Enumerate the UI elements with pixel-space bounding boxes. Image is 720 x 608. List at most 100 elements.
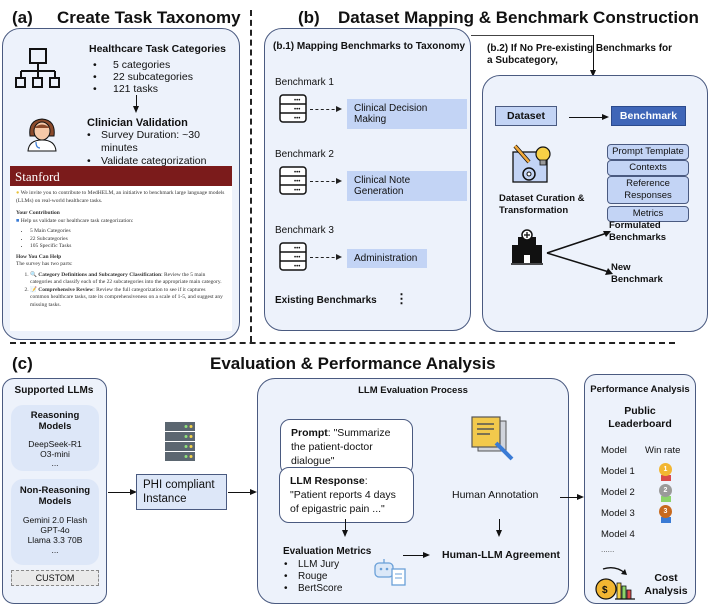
curation-label: Dataset Curation & Transformation — [499, 193, 585, 216]
model-name: O3-mini — [40, 448, 70, 459]
server-icon — [165, 422, 195, 461]
eval-title: LLM Evaluation Process — [358, 385, 468, 396]
performance-title: Performance Analysis — [590, 384, 690, 395]
svg-text:•••: ••• — [294, 98, 300, 104]
component-metrics: Metrics — [607, 206, 689, 222]
silver-ribbon — [661, 496, 671, 502]
survey-header: Stanford — [10, 166, 232, 186]
eval-to-performance-arrow — [560, 493, 584, 500]
section-b-label: (b) — [298, 8, 320, 27]
metric-item: BertScore — [282, 583, 342, 595]
survey-help-text: The survey has two parts: — [16, 261, 73, 267]
evaluation-panel: LLM Evaluation Process Prompt: "Summariz… — [257, 378, 569, 604]
group-title: Non-Reasoning Models — [19, 485, 91, 507]
mapping-panel: (b.1) Mapping Benchmarks to Taxonomy Ben… — [264, 28, 471, 331]
construction-panel: Dataset Benchmark Dataset Curation & Tra… — [482, 75, 708, 332]
model-name: Llama 3.3 70B — [27, 535, 83, 545]
database-icon: ••••••••• — [279, 242, 307, 271]
annotation-icon — [471, 416, 514, 461]
connector-line — [471, 35, 594, 36]
metric-item: LLM Jury — [282, 559, 342, 571]
survey-list-item: 22 Subcategories — [30, 236, 226, 244]
phi-instance-box: PHI compliant Instance — [136, 474, 227, 510]
categories-list: 5 categories 22 subcategories 121 tasks — [91, 59, 193, 95]
leaderboard-model: Model 1 — [601, 466, 635, 477]
category-count: 5 categories — [91, 59, 193, 71]
performance-panel: Performance Analysis Public Leaderboard … — [584, 374, 696, 604]
section-b-title: Dataset Mapping & Benchmark Construction — [338, 8, 699, 27]
clinician-icon — [27, 118, 57, 152]
hierarchy-icon — [15, 48, 60, 88]
component-prompt-template: Prompt Template — [607, 144, 689, 160]
phi-to-eval-arrow — [228, 488, 257, 495]
metrics-to-agreement-arrow — [403, 551, 430, 558]
svg-text:•••: ••• — [294, 107, 300, 113]
leaderboard-title: Public Leaderboard — [608, 405, 672, 430]
supported-llms-panel: Supported LLMs Reasoning Models DeepSeek… — [2, 378, 107, 604]
group-title: Reasoning Models — [30, 410, 80, 432]
component-reference-responses: Reference Responses — [607, 176, 689, 204]
more-ellipsis: ⋮ — [395, 291, 408, 306]
gold-ribbon — [661, 475, 671, 481]
svg-text:•••: ••• — [294, 170, 300, 176]
section-a-title: Create Task Taxonomy — [57, 8, 241, 27]
benchmark-name: Benchmark 1 — [275, 77, 334, 88]
split-arrows — [546, 231, 613, 275]
mapping-arrow — [310, 253, 342, 260]
response-label: LLM Response — [290, 475, 365, 487]
col-winrate-header: Win rate — [645, 445, 681, 456]
database-icon: ••• ••• ••• — [279, 94, 307, 123]
model-name: Gemini 2.0 Flash — [22, 515, 88, 525]
mapping-arrow — [310, 105, 342, 112]
non-reasoning-models-group: Non-Reasoning Models Gemini 2.0 Flash GP… — [11, 479, 99, 565]
validation-list: Survey Duration: ~30 minutes Validate ca… — [85, 129, 239, 168]
survey-intro: We invite you to contribute to MedHELM, … — [16, 190, 225, 204]
output-formulated-benchmarks: Formulated Benchmarks — [609, 220, 667, 243]
prompt-text: : "Summarize the patient-doctor dialogue… — [291, 427, 391, 467]
model-name: GPT-4o — [40, 525, 70, 535]
survey-help-title: How You Can Help — [16, 253, 62, 260]
model-name: ... — [51, 545, 59, 555]
survey-contribution-text: Help us validate our healthcare task cat… — [20, 217, 134, 224]
svg-text:$: $ — [602, 585, 608, 596]
hospital-icon — [511, 229, 543, 265]
svg-text:•••: ••• — [294, 264, 300, 270]
task-count: 121 tasks — [91, 83, 193, 95]
benchmark-box: Benchmark — [611, 106, 686, 126]
existing-benchmarks-label: Existing Benchmarks — [275, 295, 377, 306]
down-arrow — [132, 95, 139, 113]
mapping-arrow — [310, 177, 342, 184]
gold-medal-icon: 1 — [659, 463, 672, 476]
svg-text:•••: ••• — [294, 179, 300, 185]
taxonomy-target: Administration — [347, 249, 427, 268]
leaderboard-more: ...... — [601, 545, 615, 554]
output-new-benchmark: New Benchmark — [611, 262, 663, 285]
validation-item: Validate categorization — [85, 155, 239, 168]
svg-text:•••: ••• — [294, 255, 300, 261]
response-text: : "Patient reports 4 days of epigastric … — [290, 475, 396, 515]
connector-arrow — [589, 35, 596, 77]
response-to-metrics-arrow — [341, 519, 348, 537]
svg-text:•••: ••• — [294, 116, 300, 122]
subcategory-count: 22 subcategories — [91, 71, 193, 83]
cost-analysis-label: Cost Analysis — [644, 572, 688, 597]
silver-medal-icon: 2 — [659, 484, 672, 497]
leaderboard-model: Model 4 — [601, 529, 635, 540]
taxonomy-target: Clinical Decision Making — [347, 99, 467, 129]
section-c-title: Evaluation & Performance Analysis — [210, 354, 496, 373]
database-icon: ••• ••• ••• — [279, 166, 307, 195]
svg-text:•••: ••• — [294, 188, 300, 194]
leaderboard-model: Model 2 — [601, 487, 635, 498]
survey-contribution-title: Your Contribution — [16, 210, 60, 216]
prompt-bubble: Prompt: "Summarize the patient-doctor di… — [280, 419, 413, 475]
llms-to-phi-arrow — [108, 488, 137, 495]
cost-analysis-icon: $ — [595, 567, 635, 600]
b2-title: (b.2) If No Pre-existing Benchmarks for … — [487, 43, 673, 66]
prompt-label: Prompt — [291, 427, 328, 439]
custom-model-button[interactable]: CUSTOM — [11, 570, 99, 586]
human-annotation-label: Human Annotation — [452, 489, 539, 501]
survey-steps: 🔍 Category Definitions and Subcategory C… — [16, 272, 226, 310]
annotation-to-agreement-arrow — [495, 519, 502, 537]
llms-title: Supported LLMs — [14, 385, 94, 396]
robot-judge-icon — [374, 559, 406, 586]
